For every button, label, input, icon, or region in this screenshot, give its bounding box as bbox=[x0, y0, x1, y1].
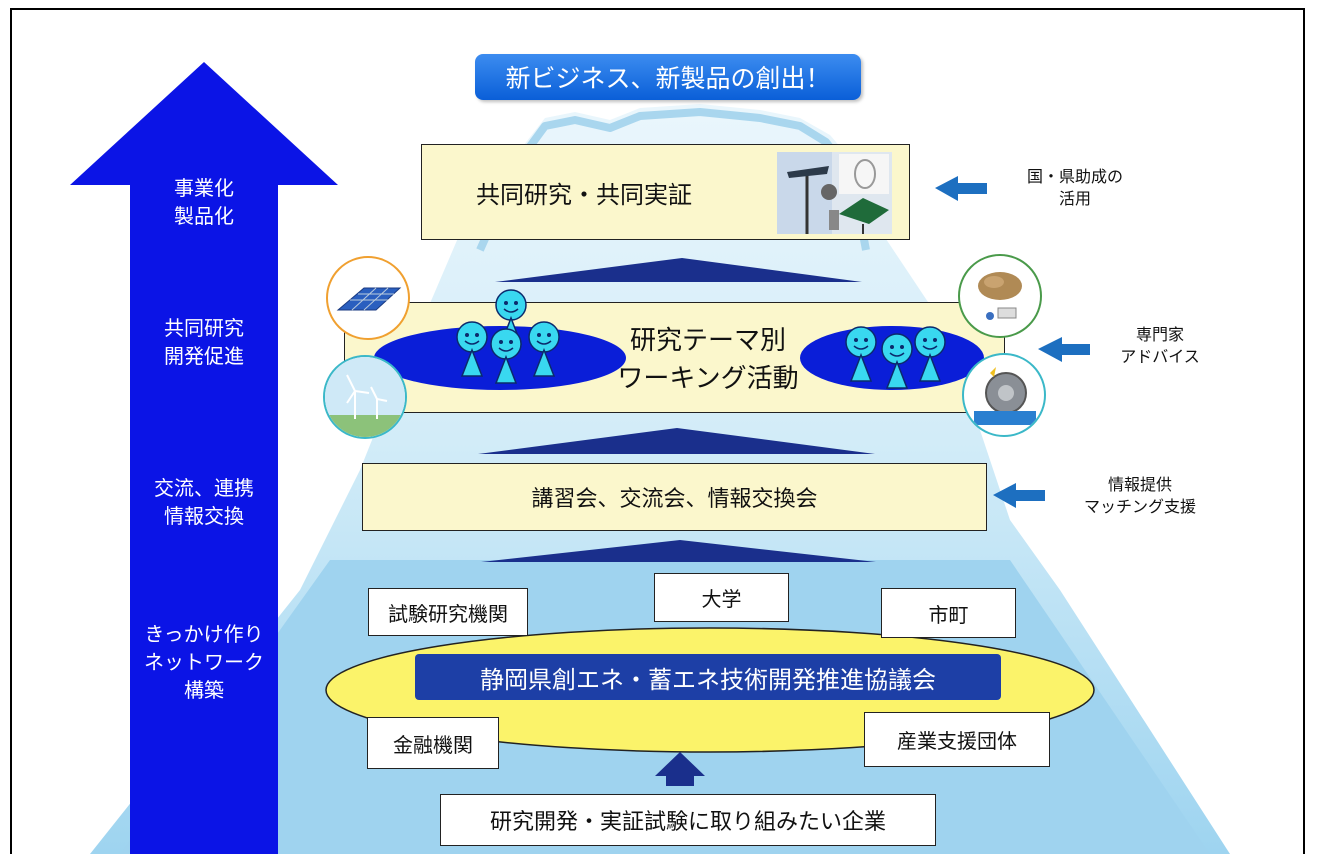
seminar-exchange-box: 講習会、交流会、情報交換会 bbox=[362, 463, 987, 531]
level-triangle-bottom bbox=[481, 540, 876, 562]
goal-banner: 新ビジネス、新製品の創出！ bbox=[475, 54, 861, 100]
industry-support-box: 産業支援団体 bbox=[864, 712, 1050, 767]
diagram-frame bbox=[10, 8, 1305, 854]
university-box: 大学 bbox=[654, 573, 789, 622]
biomass-icon bbox=[958, 254, 1042, 338]
expert-advice-label: 専門家 アドバイス bbox=[1100, 324, 1220, 368]
stage-label-networking: きっかけ作り ネットワーク 構築 bbox=[144, 622, 264, 702]
stage-label-commercialization: 事業化 製品化 bbox=[174, 176, 234, 228]
council-text: 静岡県創エネ・蓄エネ技術開発推進協議会 bbox=[480, 665, 936, 694]
companies-box: 研究開発・実証試験に取り組みたい企業 bbox=[440, 794, 936, 846]
research-institutes-text: 試験研究機関 bbox=[388, 601, 508, 626]
main-arrow-shape bbox=[70, 62, 338, 854]
university-text: 大学 bbox=[701, 587, 742, 611]
joint-research-text: 共同研究・共同実証 bbox=[476, 180, 692, 209]
companies-text: 研究開発・実証試験に取り組みたい企業 bbox=[489, 810, 886, 835]
person-icon bbox=[845, 326, 877, 382]
municipalities-box: 市町 bbox=[881, 588, 1016, 638]
financial-institutions-box: 金融機関 bbox=[367, 717, 499, 769]
level-triangle-middle bbox=[478, 428, 875, 454]
wind-turbine-icon bbox=[323, 355, 407, 439]
solar-panel-icon bbox=[326, 256, 410, 340]
support-arrow-2 bbox=[1038, 337, 1090, 362]
level-triangle-top bbox=[495, 258, 862, 282]
support-arrow-1 bbox=[935, 176, 987, 201]
grant-support-label: 国・県助成の 活用 bbox=[1006, 166, 1144, 210]
person-icon bbox=[456, 321, 488, 377]
person-icon bbox=[490, 328, 522, 384]
industry-support-text: 産業支援団体 bbox=[897, 729, 1017, 753]
research-institutes-box: 試験研究機関 bbox=[368, 588, 528, 636]
council-box: 静岡県創エネ・蓄エネ技術開発推進協議会 bbox=[415, 654, 1001, 700]
matching-support-label: 情報提供 マッチング支援 bbox=[1060, 474, 1220, 518]
person-icon bbox=[528, 321, 560, 377]
stage-label-exchange: 交流、連携 情報交換 bbox=[154, 476, 254, 528]
person-icon bbox=[914, 326, 946, 382]
company-up-arrow bbox=[655, 752, 705, 786]
support-arrow-3 bbox=[993, 483, 1045, 508]
seminar-exchange-text: 講習会、交流会、情報交換会 bbox=[531, 487, 818, 512]
hydro-generator-icon bbox=[962, 353, 1046, 437]
person-icon bbox=[881, 333, 913, 389]
financial-institutions-text: 金融機関 bbox=[393, 732, 473, 757]
product-photo-icon bbox=[777, 152, 892, 234]
working-group-text: 研究テーマ別 ワーキング活動 bbox=[617, 326, 799, 394]
stage-label-joint-research: 共同研究 開発促進 bbox=[164, 316, 244, 368]
municipalities-text: 市町 bbox=[928, 602, 969, 627]
